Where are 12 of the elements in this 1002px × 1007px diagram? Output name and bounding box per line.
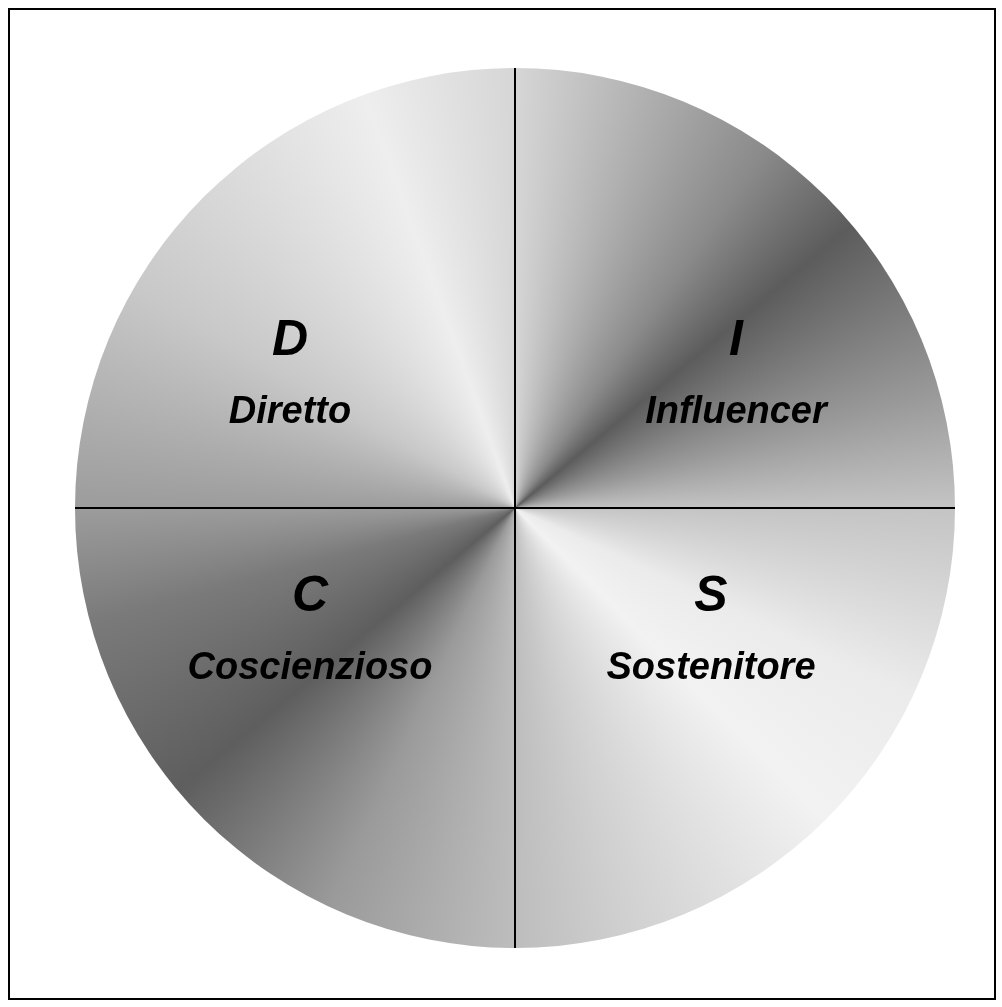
quadrant-sector [75, 68, 515, 508]
quadrant-sector [515, 508, 955, 948]
quadrant-letter: D [271, 313, 309, 363]
quadrant-label: Diretto [228, 391, 352, 429]
quadrant-letter: C [291, 569, 329, 619]
quadrant-letter: S [694, 569, 728, 619]
quadrant-label: Influencer [645, 391, 827, 429]
quadrant-label: Coscienzioso [187, 647, 433, 685]
quadrant-sector [515, 68, 955, 508]
quadrant-sector [75, 508, 515, 948]
quadrant-label: Sostenitore [606, 647, 816, 685]
quadrant-letter: I [729, 313, 743, 363]
